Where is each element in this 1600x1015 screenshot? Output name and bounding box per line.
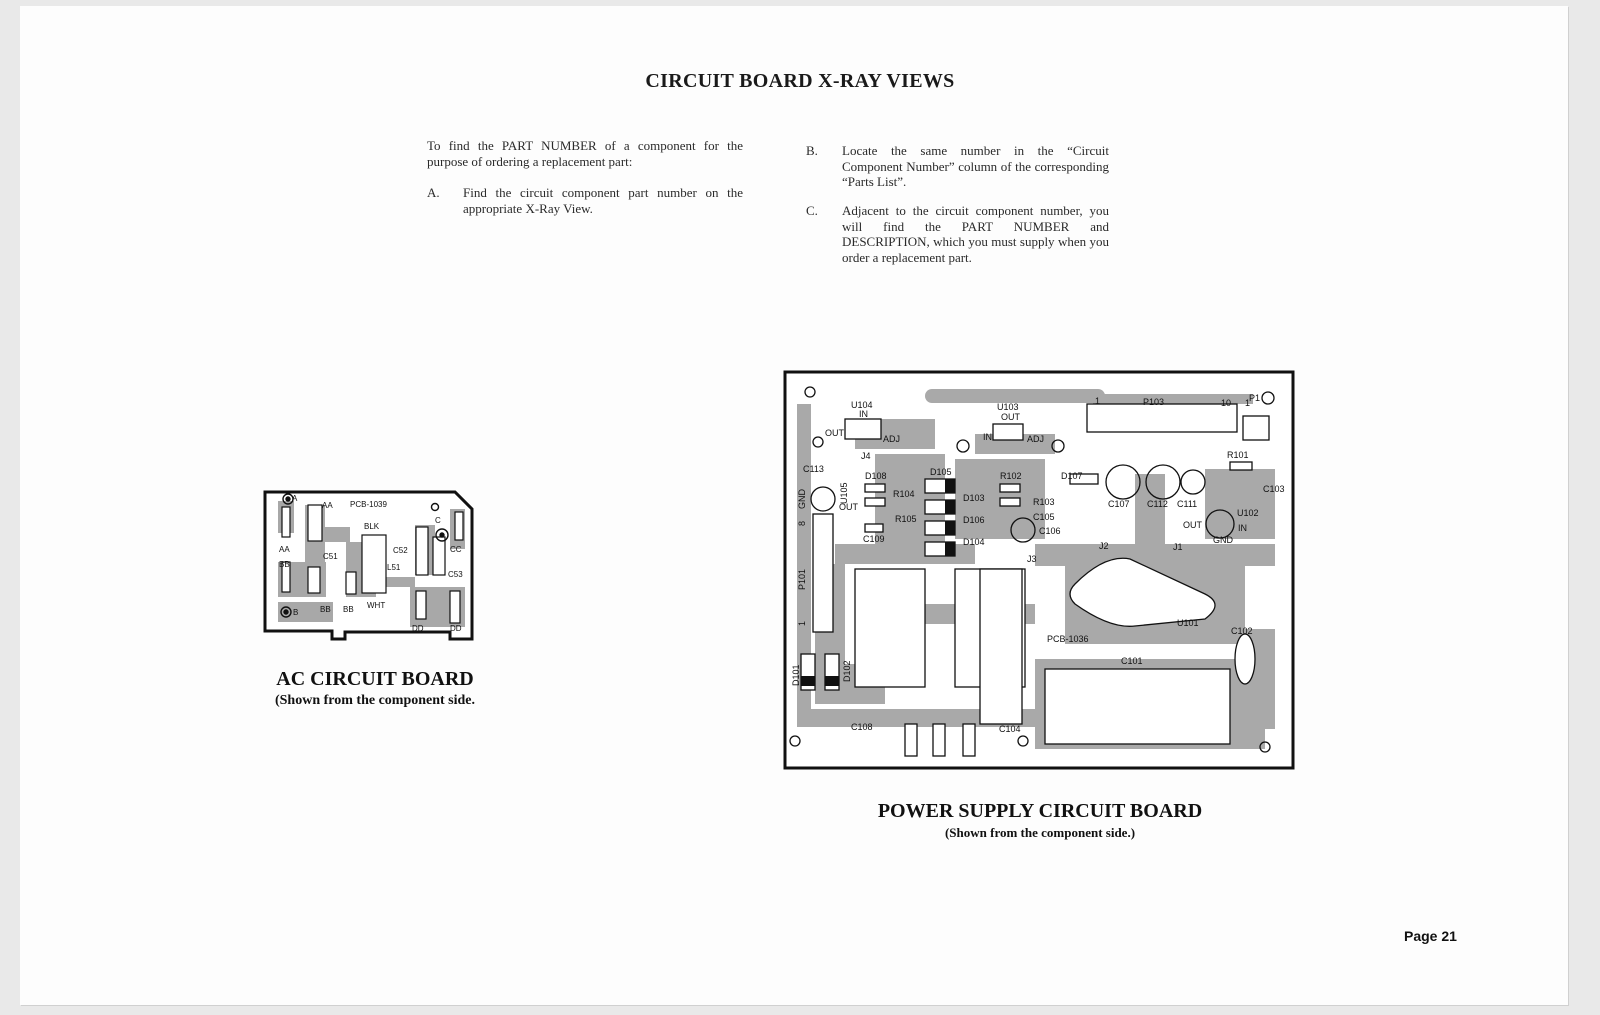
ac-board-caption: AC CIRCUIT BOARD (Shown from the compone… <box>240 668 510 709</box>
ps-label-p1-1: 1 <box>1245 398 1250 408</box>
ps-label-u103-out: OUT <box>1001 412 1021 422</box>
ac-label-aa: AA <box>322 501 333 510</box>
ps-label-pcb: PCB-1036 <box>1047 634 1089 644</box>
page-number: Page 21 <box>1404 928 1457 944</box>
ps-label-u104-out: OUT <box>825 428 845 438</box>
ps-label-c107: C107 <box>1108 499 1130 509</box>
ps-label-p103-1: 1 <box>1095 396 1100 406</box>
ac-label-l51: L51 <box>387 563 401 572</box>
ac-label-c53: C53 <box>448 570 463 579</box>
ac-label-bb: BB <box>320 605 331 614</box>
ac-label-aa: AA <box>279 545 290 554</box>
ac-label-bb: BB <box>279 560 290 569</box>
ac-label-dd: DD <box>412 624 424 633</box>
ps-label-p101-8: 8 <box>797 521 807 526</box>
ac-label-wht: WHT <box>367 601 385 610</box>
ps-label-p101-1: 1 <box>797 621 807 626</box>
ps-label-j2: J2 <box>1099 541 1109 551</box>
ac-label-c52: C52 <box>393 546 408 555</box>
step-letter: A. <box>427 185 440 200</box>
ps-label-d101: D101 <box>791 664 801 686</box>
ps-label-c113: C113 <box>803 464 824 474</box>
ps-label-c106: C106 <box>1039 526 1061 536</box>
ps-label-r103: R103 <box>1033 497 1055 507</box>
ps-label-c108: C108 <box>851 722 873 732</box>
ac-label-bb: BB <box>343 605 354 614</box>
ac-label-b: B <box>293 608 298 617</box>
step-letter: B. <box>806 143 818 158</box>
ps-label-r104: R104 <box>893 489 915 499</box>
ps-label-u102-out: OUT <box>1183 520 1203 530</box>
ps-label-u102-in: IN <box>1238 523 1247 533</box>
ps-label-j3: J3 <box>1027 554 1037 564</box>
intro-paragraph: To find the PART NUMBER of a component f… <box>427 138 743 169</box>
ac-label-c: C <box>435 516 441 525</box>
ps-label-c112: C112 <box>1147 499 1168 509</box>
ps-label-u104: U104 <box>851 400 873 410</box>
ps-label-p1: P1 <box>1249 393 1260 403</box>
ac-label-blk: BLK <box>364 522 380 531</box>
page-title: CIRCUIT BOARD X-RAY VIEWS <box>645 70 955 92</box>
ps-label-c101: C101 <box>1121 656 1143 666</box>
ps-label-p101: P101 <box>797 569 807 590</box>
power-supply-circuit-board-diagram: U104 IN OUT ADJ U103 OUT IN ADJ 1 P103 1… <box>783 370 1295 770</box>
ps-label-c105: C105 <box>1033 512 1055 522</box>
ac-label-pcb: PCB-1039 <box>350 500 387 509</box>
ps-label-r102: R102 <box>1000 471 1022 481</box>
ps-label-u101: U101 <box>1177 618 1199 628</box>
ps-label-gnd: GND <box>797 489 807 510</box>
step-text: Locate the same number in the “Circuit C… <box>842 143 1109 189</box>
ps-label-c109: C109 <box>863 534 885 544</box>
ps-label-u104-in: IN <box>859 409 868 419</box>
ps-label-d103: D103 <box>963 493 985 503</box>
step-letter: C. <box>806 203 818 218</box>
ac-label-cc: CC <box>450 545 462 554</box>
ps-label-u105-out: OUT <box>839 502 859 512</box>
step-text: Adjacent to the circuit component number… <box>842 203 1109 265</box>
ps-label-u103-adj: ADJ <box>1027 434 1044 444</box>
power-supply-board-subheading: (Shown from the component side.) <box>944 825 1136 840</box>
ps-label-j1: J1 <box>1173 542 1183 552</box>
ps-label-d107: D107 <box>1061 471 1083 481</box>
ps-label-p103-10: 10 <box>1221 398 1231 408</box>
power-supply-board-caption: POWER SUPPLY CIRCUIT BOARD (Shown from t… <box>860 800 1220 841</box>
ac-label-c51: C51 <box>323 552 338 561</box>
step-text: Find the circuit component part number o… <box>463 185 743 216</box>
ps-label-c103: C103 <box>1263 484 1285 494</box>
ps-label-d108: D108 <box>865 471 887 481</box>
ac-circuit-board-diagram: A AA PCB-1039 C BLK AA C51 C52 CC BB L51… <box>263 490 474 641</box>
ac-label-dd: DD <box>450 624 462 633</box>
ps-label-u103-in: IN <box>983 432 992 442</box>
ps-label-d105: D105 <box>930 467 952 477</box>
ps-label-d104: D104 <box>963 537 985 547</box>
ps-label-p103: P103 <box>1143 397 1164 407</box>
ps-label-c111: C111 <box>1177 499 1197 509</box>
ps-label-j4: J4 <box>861 451 871 461</box>
ac-board-subheading: (Shown from the component side. <box>274 693 476 708</box>
ps-label-u102: U102 <box>1237 508 1259 518</box>
ps-label-c102: C102 <box>1231 626 1253 636</box>
ps-label-r105: R105 <box>895 514 917 524</box>
ps-label-d106: D106 <box>963 515 985 525</box>
ps-label-r101: R101 <box>1227 450 1249 460</box>
ps-label-u104-adj: ADJ <box>883 434 900 444</box>
ps-label-u103: U103 <box>997 402 1019 412</box>
power-supply-board-heading: POWER SUPPLY CIRCUIT BOARD <box>877 800 1203 822</box>
ac-board-heading: AC CIRCUIT BOARD <box>276 668 474 690</box>
ps-label-u105: U105 <box>839 482 849 504</box>
ps-label-d102: D102 <box>842 660 852 682</box>
ac-label-a: A <box>292 494 298 503</box>
ps-label-u102-gnd: GND <box>1213 535 1234 545</box>
ps-label-c104: C104 <box>999 724 1021 734</box>
